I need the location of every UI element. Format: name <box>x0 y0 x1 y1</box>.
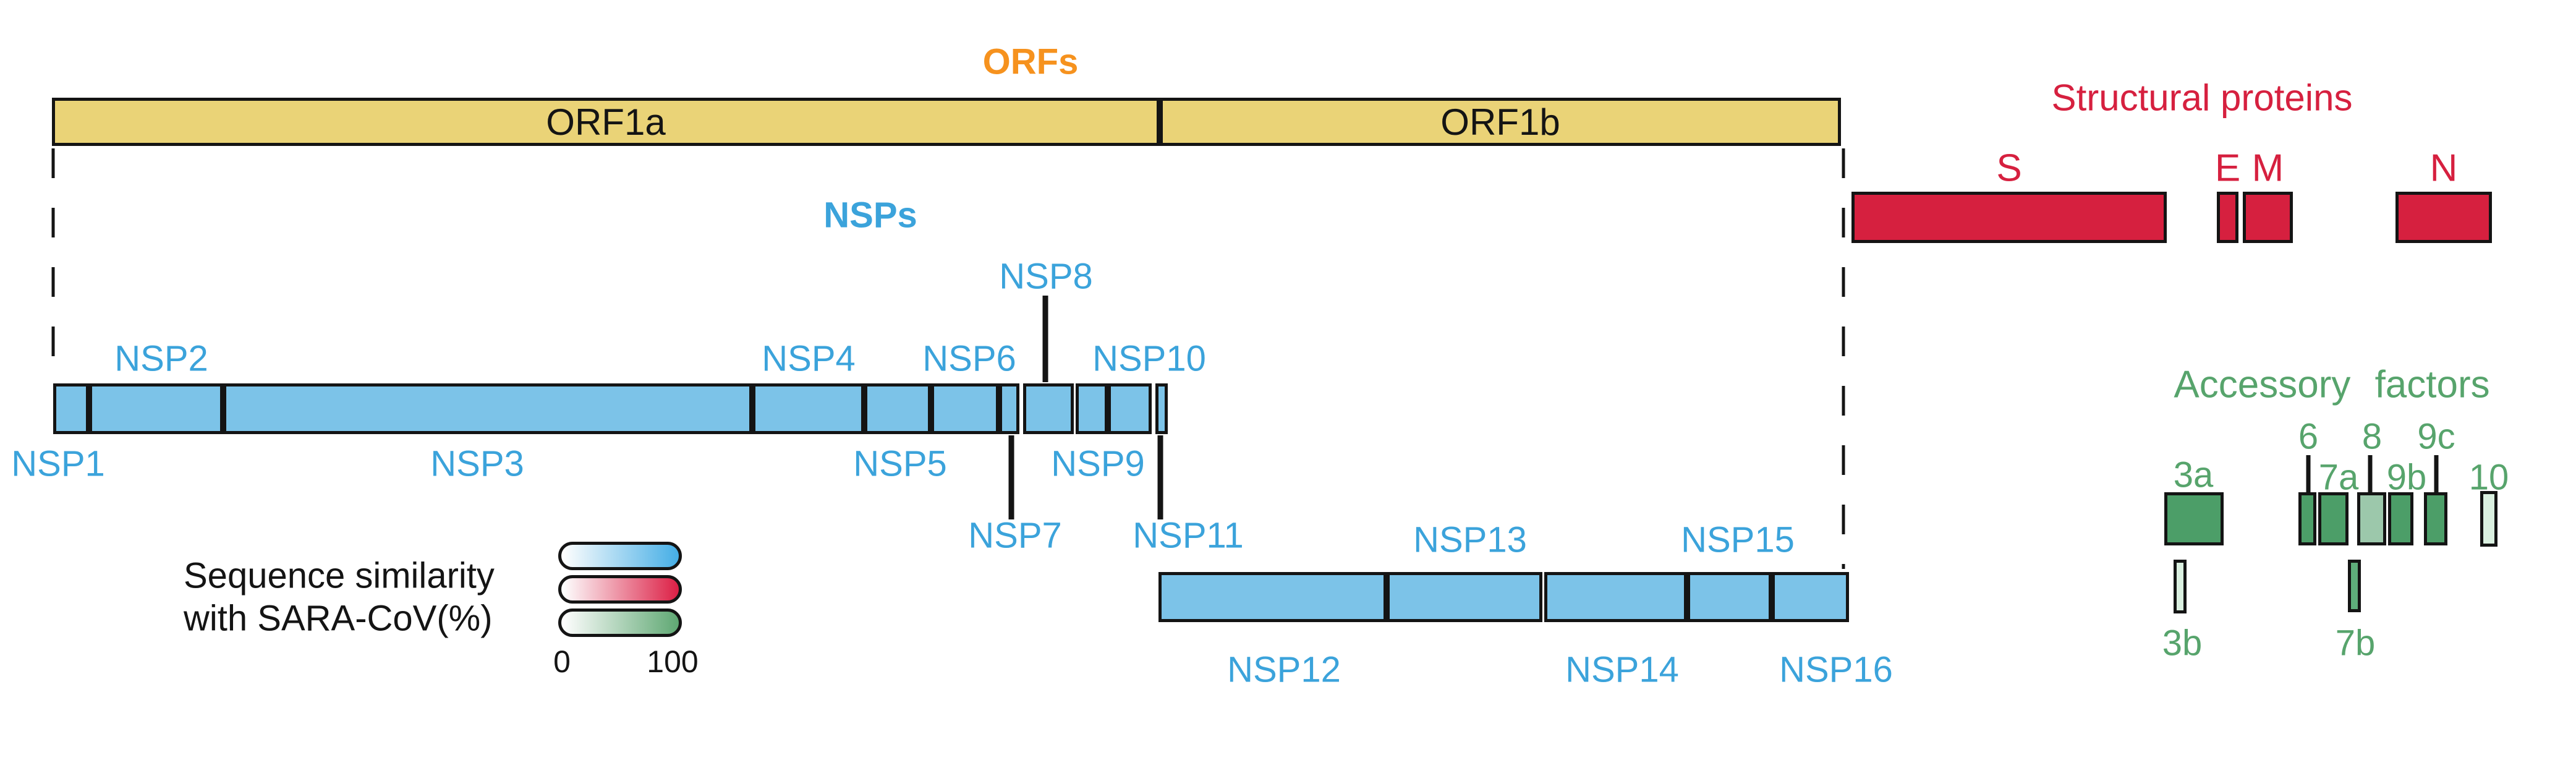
nsp-label-NSP16: NSP16 <box>1779 649 1893 690</box>
dashed-connector <box>1842 148 1845 569</box>
structural-box-S <box>1851 192 2167 243</box>
dashed-connector <box>51 148 55 381</box>
accessory-box-7b <box>2348 560 2361 612</box>
nsp-segment-NSP6 <box>931 383 999 434</box>
nsp-label-NSP8: NSP8 <box>999 256 1093 297</box>
nsp-label-tick <box>1008 435 1014 519</box>
nsp-label-NSP10: NSP10 <box>1092 338 1206 379</box>
nsp-label-NSP7: NSP7 <box>968 515 1062 556</box>
orfs-title: ORFs <box>982 41 1079 82</box>
structural-proteins-title: Structural proteins <box>2051 77 2353 119</box>
accessory-factors-title: Accessory factors <box>2174 363 2490 406</box>
nsp-label-NSP4: NSP4 <box>762 338 856 379</box>
structural-box-N <box>2395 192 2492 243</box>
accessory-label-7b: 7b <box>2335 623 2376 664</box>
accessory-label-6: 6 <box>2298 416 2319 457</box>
nsp-label-tick <box>1042 296 1048 382</box>
structural-box-E <box>2217 192 2238 243</box>
accessory-box-10 <box>2480 491 2497 547</box>
nsp-label-NSP12: NSP12 <box>1227 649 1341 690</box>
nsp-label-NSP14: NSP14 <box>1565 649 1679 690</box>
accessory-box-9c <box>2424 492 2447 545</box>
legend-scale-max: 100 <box>647 644 699 679</box>
nsp-segment-NSP4 <box>752 383 864 434</box>
legend-structural-similarity-gradient <box>558 575 682 604</box>
nsp-segment-NSP8 <box>1023 383 1074 434</box>
legend-caption-line1: Sequence similarity <box>184 555 495 596</box>
nsp-segment-NSP7 <box>999 383 1019 434</box>
nsp-segment-NSP13 <box>1387 572 1542 622</box>
nsp-label-NSP9: NSP9 <box>1051 443 1145 484</box>
accessory-box-8 <box>2357 492 2386 545</box>
nsp-label-NSP2: NSP2 <box>114 338 208 379</box>
accessory-label-tick <box>2434 455 2439 492</box>
structural-letter-S: S <box>1996 147 2022 190</box>
nsp-label-tick <box>1157 435 1163 519</box>
nsp-segment-NSP9 <box>1076 383 1108 434</box>
nsp-segment-NSP3 <box>223 383 752 434</box>
accessory-label-10: 10 <box>2468 457 2509 498</box>
legend-caption-line2: with SARA-CoV(%) <box>184 598 493 639</box>
orf-segment-ORF1a: ORF1a <box>52 98 1160 146</box>
nsp-segment-NSP14 <box>1544 572 1687 622</box>
accessory-box-7a <box>2318 492 2349 545</box>
accessory-box-9b <box>2388 492 2413 545</box>
accessory-label-tick <box>2306 455 2311 492</box>
nsp-label-NSP5: NSP5 <box>853 443 947 484</box>
nsp-segment-NSP2 <box>89 383 223 434</box>
accessory-box-6 <box>2298 492 2316 545</box>
accessory-label-3b: 3b <box>2162 623 2203 664</box>
structural-letter-E: E <box>2214 147 2241 190</box>
nsps-title: NSPs <box>823 195 917 236</box>
nsp-label-NSP6: NSP6 <box>922 338 1016 379</box>
nsp-label-NSP3: NSP3 <box>430 443 524 484</box>
nsp-label-NSP11: NSP11 <box>1133 515 1244 556</box>
nsp-segment-NSP15 <box>1687 572 1772 622</box>
accessory-label-tick <box>2368 455 2373 492</box>
accessory-label-9b: 9b <box>2386 457 2427 498</box>
accessory-label-3a: 3a <box>2173 455 2214 495</box>
nsp-segment-NSP12 <box>1158 572 1387 622</box>
nsp-label-NSP13: NSP13 <box>1413 519 1527 560</box>
nsp-segment-NSP5 <box>864 383 931 434</box>
legend-accessory-similarity-gradient <box>558 609 682 637</box>
accessory-box-3a <box>2164 492 2224 545</box>
orf-segment-label: ORF1a <box>546 101 666 143</box>
nsp-segment-NSP1 <box>53 383 89 434</box>
structural-box-M <box>2243 192 2293 243</box>
nsp-segment-NSP10 <box>1108 383 1152 434</box>
nsp-label-NSP1: NSP1 <box>11 443 105 484</box>
structural-letter-M: M <box>2251 147 2284 190</box>
nsp-segment-NSP16 <box>1772 572 1849 622</box>
accessory-box-3b <box>2174 560 2187 613</box>
accessory-label-7a: 7a <box>2318 457 2359 498</box>
accessory-label-8: 8 <box>2361 416 2383 457</box>
nsp-segment-NSP11 <box>1155 383 1168 434</box>
structural-letter-N: N <box>2429 147 2458 190</box>
orf-segment-ORF1b: ORF1b <box>1160 98 1841 146</box>
legend-scale-min: 0 <box>553 644 571 679</box>
nsp-label-NSP15: NSP15 <box>1681 519 1795 560</box>
accessory-label-9c: 9c <box>2417 416 2455 457</box>
legend-nsp-similarity-gradient <box>558 542 682 570</box>
orf-segment-label: ORF1b <box>1440 101 1560 143</box>
